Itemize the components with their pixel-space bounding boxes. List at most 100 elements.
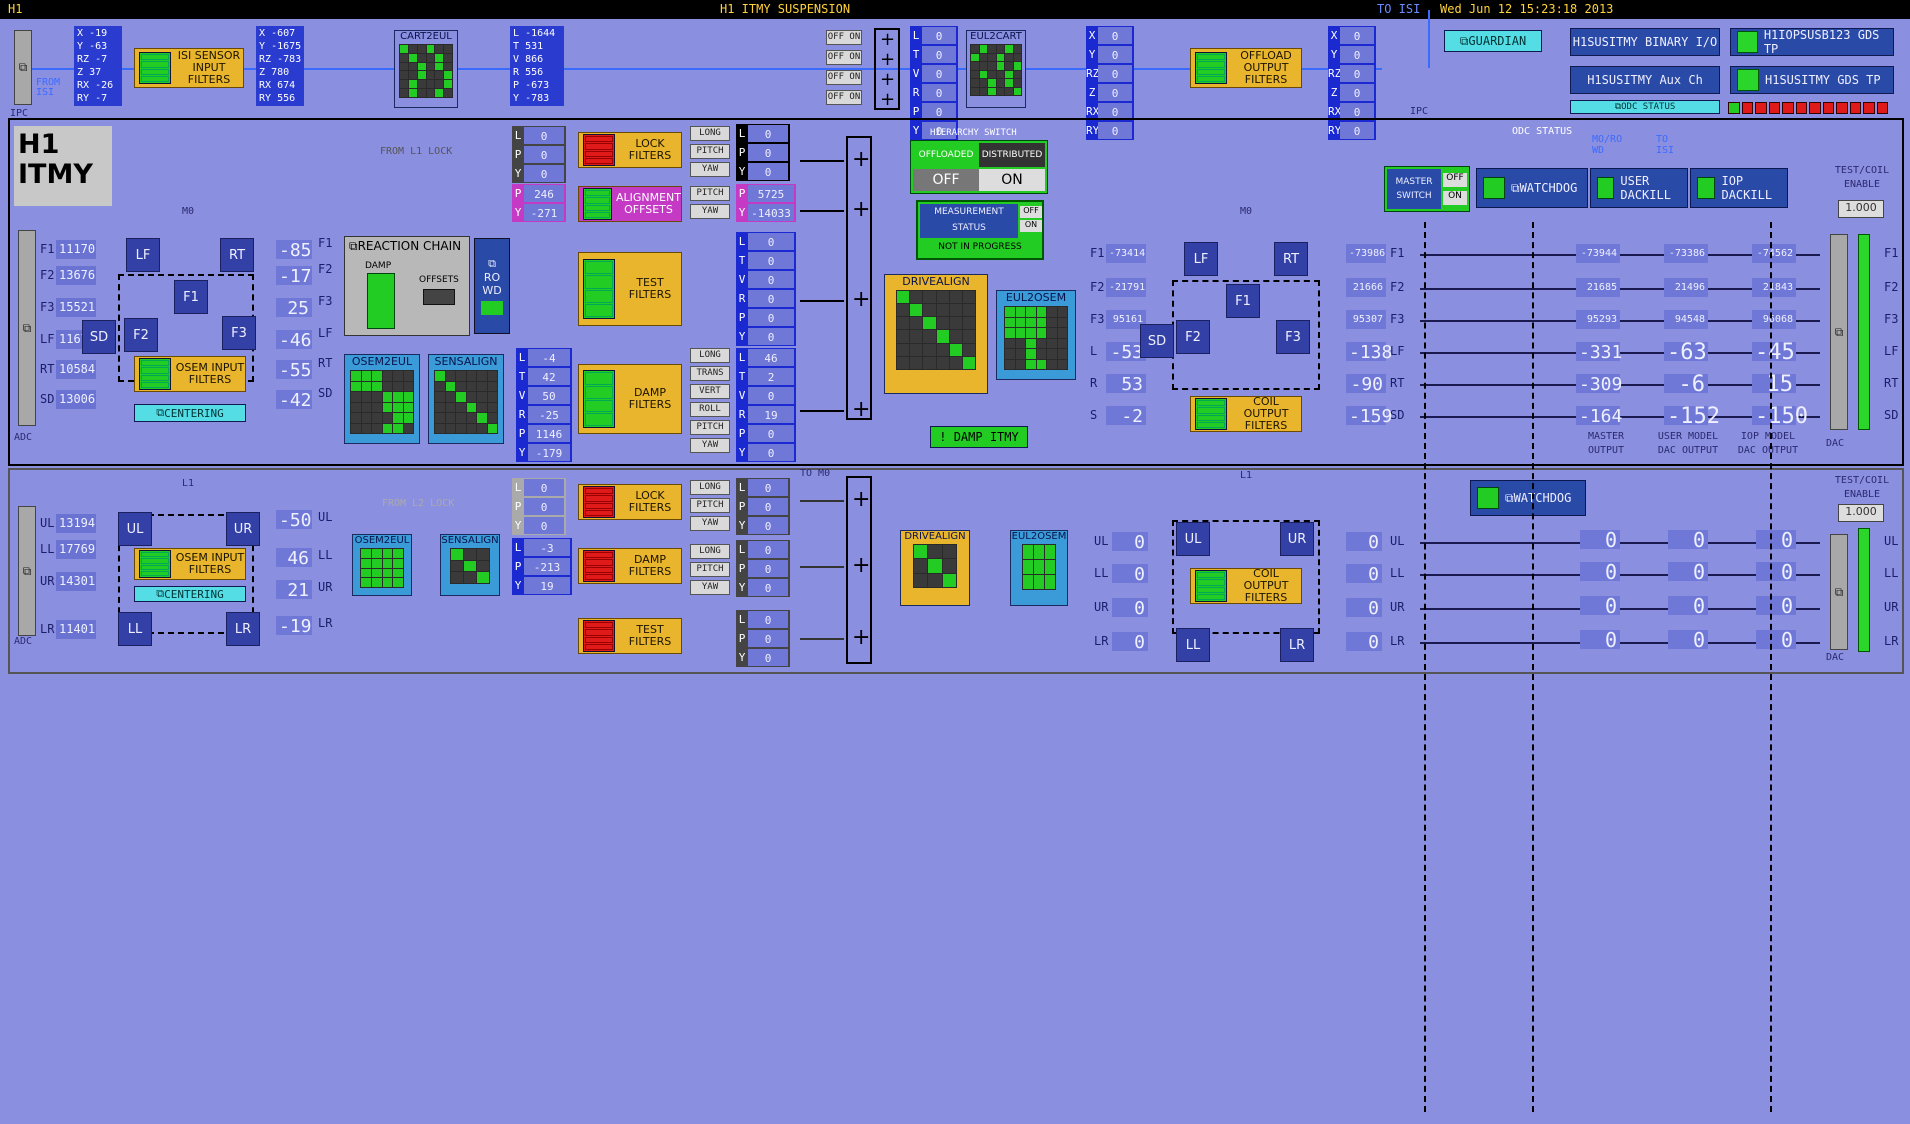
l1-stage2-label: L1: [1240, 470, 1253, 481]
master-output-value: -73944: [1576, 244, 1620, 263]
m0-damp-switch[interactable]: VERT: [690, 384, 730, 399]
m0-lock-switch[interactable]: LONG: [690, 126, 730, 141]
l1-damp-filters[interactable]: DAMP FILTERS: [578, 548, 682, 584]
l1-lock-filters[interactable]: LOCK FILTERS: [578, 484, 682, 520]
l1-coil-value: 0: [1112, 632, 1148, 652]
m0-test-filters[interactable]: TEST FILTERS: [578, 252, 682, 326]
ipc-label: IPC: [10, 108, 29, 119]
m0-alignment-offsets[interactable]: ALIGNMENT OFFSETS: [578, 186, 682, 222]
signal-line: [1420, 320, 1820, 322]
l1-osem-input-filters[interactable]: OSEM INPUT FILTERS: [134, 548, 246, 580]
user-dackill-button[interactable]: USER DACKILL: [1590, 168, 1688, 208]
offload-switch-2[interactable]: OFF ON: [826, 50, 862, 65]
l1-damp-switch[interactable]: YAW: [690, 580, 730, 595]
l1-centering-button[interactable]: ⧉CENTERING: [134, 586, 246, 602]
signal-line: [1420, 574, 1820, 576]
offload-switch-1[interactable]: OFF ON: [826, 30, 862, 45]
l1-eul2osem-matrix[interactable]: EUL2OSEM: [1010, 530, 1068, 606]
m0-adc-rail: ⧉: [18, 230, 36, 426]
m0-osem-out-value: -42: [276, 390, 312, 410]
iop-dac-value: -74562: [1752, 244, 1796, 263]
cart2eul-matrix[interactable]: CART2EUL: [394, 30, 458, 108]
l1-lock-switch[interactable]: YAW: [690, 516, 730, 531]
guardian-button[interactable]: ⧉GUARDIAN: [1444, 30, 1542, 52]
iop-dac-value: 21843: [1752, 278, 1796, 297]
iop-dac-value: 15: [1752, 374, 1796, 396]
aux-ch-button[interactable]: H1SUSITMY Aux Ch: [1570, 66, 1720, 94]
l1-coil-output-filters[interactable]: COIL OUTPUT FILTERS: [1190, 568, 1302, 604]
reaction-chain-panel[interactable]: ⧉REACTION CHAIN DAMP OFFSETS: [344, 236, 470, 336]
m0-damp-switch[interactable]: ROLL: [690, 402, 730, 417]
iop-gds-tp-button[interactable]: H1IOPSUSB123 GDS TP: [1730, 28, 1894, 56]
isi-sensor-input-filters[interactable]: ISI SENSOR INPUT FILTERS: [134, 48, 244, 88]
m0-lock-switch[interactable]: PITCH: [690, 144, 730, 159]
l1-osem2eul-matrix[interactable]: OSEM2EUL: [352, 534, 412, 596]
m0-sum-block: [846, 136, 872, 420]
l1-drivealign-matrix[interactable]: DRIVEALIGN: [900, 530, 970, 606]
iop-dackill-button[interactable]: IOP DACKILL: [1690, 168, 1788, 208]
master-off-button[interactable]: OFF: [1443, 173, 1467, 187]
l1-lock-switch[interactable]: LONG: [690, 480, 730, 495]
m0-lock-filters[interactable]: LOCK FILTERS: [578, 132, 682, 168]
eul2cart-matrix[interactable]: EUL2CART: [966, 30, 1026, 108]
master-on-button[interactable]: ON: [1443, 191, 1467, 205]
m0-damp-switch[interactable]: YAW: [690, 438, 730, 453]
value-row: Y-271: [512, 203, 566, 222]
value-row: R-25: [516, 405, 572, 424]
m0-damp-filters[interactable]: DAMP FILTERS: [578, 364, 682, 434]
l1-osem-in-label: LL: [40, 542, 55, 556]
screen-title: H1 ITMY SUSPENSION: [720, 2, 851, 16]
l1-sensalign-matrix[interactable]: SENSALIGN: [440, 534, 500, 596]
m0-drivealign-matrix[interactable]: DRIVEALIGN: [884, 274, 988, 394]
m0-lock-switch[interactable]: YAW: [690, 162, 730, 177]
sum-node: +: [852, 487, 871, 512]
l1-test-filters[interactable]: TEST FILTERS: [578, 618, 682, 654]
l1-test-coil-value[interactable]: 1.000: [1838, 504, 1884, 522]
meas-on-button[interactable]: ON: [1020, 220, 1042, 232]
m0-osem-input-filters[interactable]: OSEM INPUT FILTERS: [134, 356, 246, 392]
l1-osem-out-label: UL: [318, 510, 333, 524]
l1-damp-switch[interactable]: PITCH: [690, 562, 730, 577]
offload-switch-4[interactable]: OFF ON: [826, 90, 862, 105]
m0-coil-output-filters[interactable]: COIL OUTPUT FILTERS: [1190, 396, 1302, 432]
m0-align-switch[interactable]: PITCH: [690, 186, 730, 201]
offload-switch-3[interactable]: OFF ON: [826, 70, 862, 85]
m0-osem-in-label: F3: [40, 300, 55, 314]
m0-coil-value: -21791: [1106, 278, 1146, 297]
from-l1-lock-label: FROM L1 LOCK: [380, 146, 453, 157]
m0-align-switch[interactable]: YAW: [690, 204, 730, 219]
m0-osem-in-value: 10584: [56, 360, 96, 379]
offload-sum: ++++: [874, 28, 900, 110]
master-switch[interactable]: MASTER SWITCH OFF ON: [1384, 166, 1470, 212]
damp-itmy-button[interactable]: ! DAMP ITMY: [930, 426, 1028, 448]
m0-sensor-sd: SD: [82, 320, 116, 354]
sum-node: +: [852, 553, 871, 578]
hierarchy-on-button[interactable]: ON: [979, 169, 1045, 191]
l1-stage-label: L1: [182, 478, 195, 489]
m0-osem2eul-matrix[interactable]: OSEM2EUL: [344, 354, 420, 444]
meas-off-button[interactable]: OFF: [1020, 206, 1042, 218]
m0-watchdog-button[interactable]: ⧉WATCHDOG: [1476, 168, 1588, 208]
m0-test-coil-value[interactable]: 1.000: [1838, 200, 1884, 218]
m0-eul2osem-matrix[interactable]: EUL2OSEM: [996, 290, 1076, 380]
odc-status-button[interactable]: ⧉ODC STATUS: [1570, 100, 1720, 114]
m0-damp-switch[interactable]: PITCH: [690, 420, 730, 435]
m0-damp-switch[interactable]: LONG: [690, 348, 730, 363]
binary-io-button[interactable]: H1SUSITMY BINARY I/O: [1570, 28, 1720, 56]
m0-damp-switch[interactable]: TRANS: [690, 366, 730, 381]
hierarchy-off-button[interactable]: OFF: [913, 169, 979, 191]
offload-output-filters[interactable]: OFFLOAD OUTPUT FILTERS: [1190, 48, 1302, 88]
l1-dac-in-value: 0: [1346, 598, 1382, 618]
l1-watchdog-button[interactable]: ⧉WATCHDOG: [1470, 480, 1586, 516]
m0-centering-button[interactable]: ⧉CENTERING: [134, 404, 246, 422]
eul-values: L -1644 T 531 V 866 R 556 P -673 Y -783: [510, 26, 564, 106]
hierarchy-switch[interactable]: OFFLOADED DISTRIBUTED OFF ON: [910, 140, 1048, 194]
gds-tp-button[interactable]: H1SUSITMY GDS TP: [1730, 66, 1894, 94]
l1-iop-value: 0: [1756, 530, 1796, 550]
ro-wd-panel[interactable]: ⧉RO WD: [474, 238, 510, 334]
l1-lock-switch[interactable]: PITCH: [690, 498, 730, 513]
m0-sensalign-matrix[interactable]: SENSALIGN: [428, 354, 504, 444]
l1-damp-switch[interactable]: LONG: [690, 544, 730, 559]
